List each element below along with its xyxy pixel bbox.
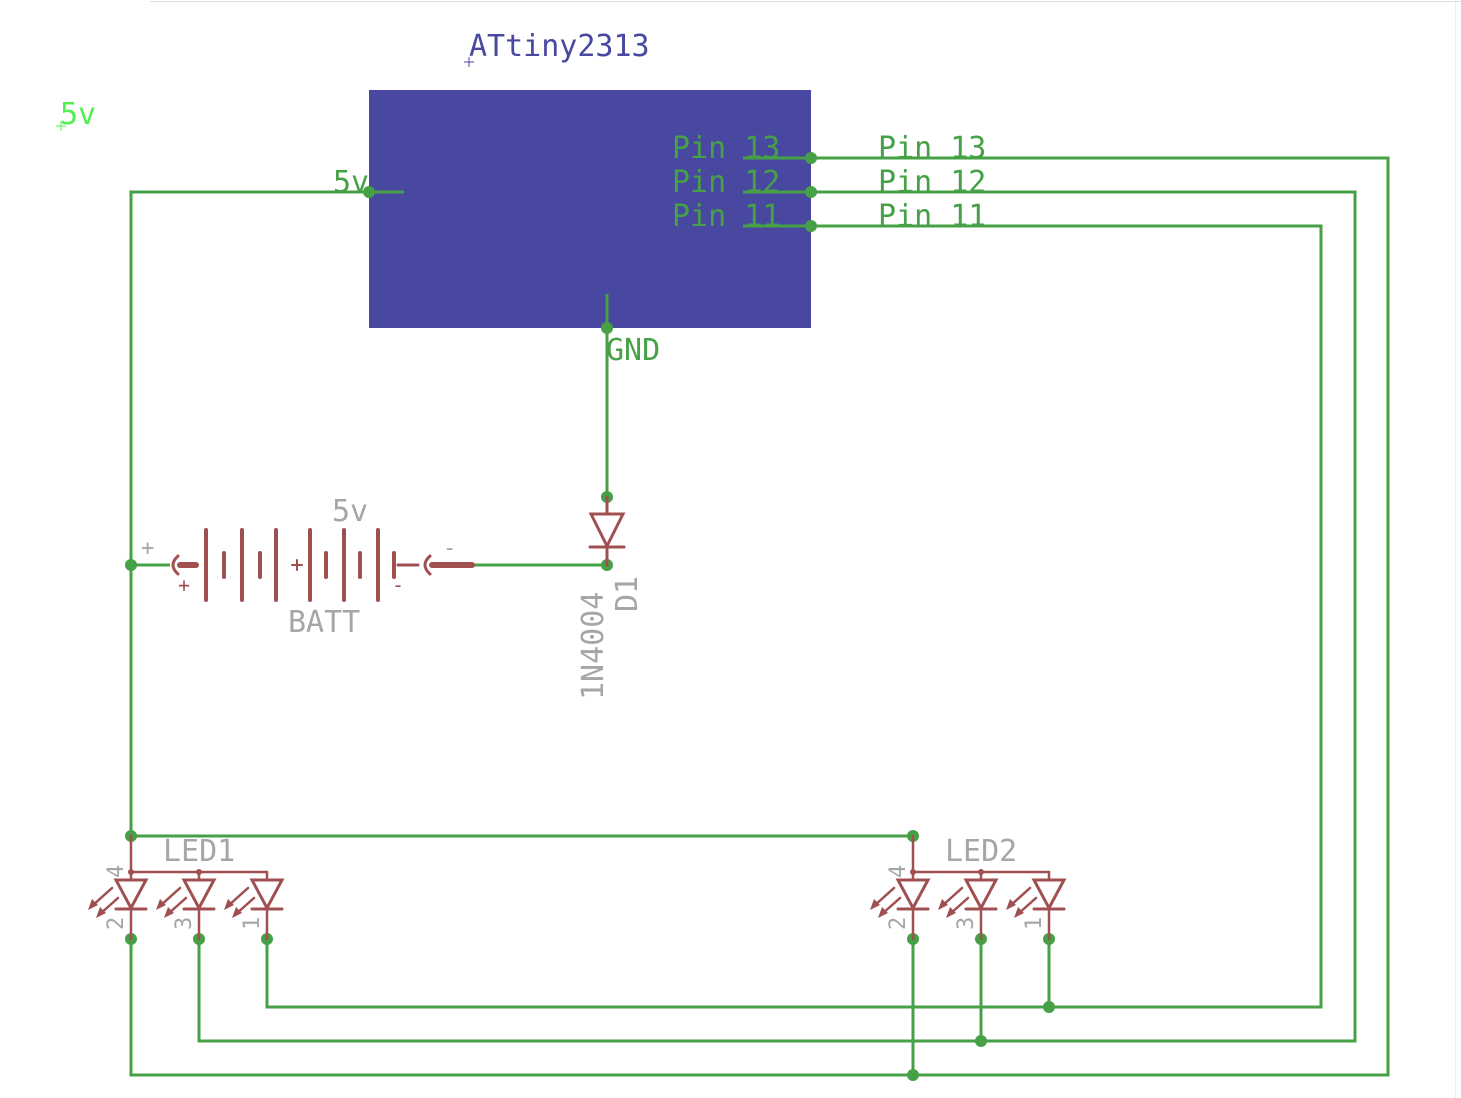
batt-name-label: BATT — [288, 605, 360, 640]
led-emit-arrowhead — [224, 899, 234, 910]
led-node — [128, 869, 134, 875]
led-triangle — [181, 878, 217, 912]
diode-name-label: D1 — [610, 576, 645, 612]
led-triangle — [963, 878, 999, 912]
led-emit-arrowhead — [1014, 907, 1024, 918]
junction — [805, 186, 817, 198]
led1-pin4-label: 4 — [104, 865, 129, 878]
led1-name-label: LED1 — [163, 834, 235, 869]
diode-d1-symbol[interactable] — [588, 495, 626, 567]
led-emit-arrowhead — [938, 899, 948, 910]
led-node — [978, 869, 984, 875]
junction — [601, 322, 613, 334]
junction — [805, 220, 817, 232]
wire-5v-rail[interactable] — [129, 190, 369, 836]
led2-pin3-label: 3 — [954, 917, 979, 930]
led-emit-arrowhead — [870, 899, 880, 910]
junction — [363, 186, 375, 198]
led-emit-arrowhead — [1006, 899, 1016, 910]
led-triangle — [113, 878, 149, 912]
junction — [125, 559, 137, 571]
net-label-pin11: Pin 11 — [878, 199, 986, 234]
led-triangle — [1031, 878, 1067, 912]
batt-plus-terminal — [171, 554, 180, 576]
supply-5v-label: 5v — [60, 97, 96, 132]
pin-12-label: Pin 12 — [672, 165, 780, 200]
led1-pin3-label: 3 — [172, 917, 197, 930]
junction — [975, 1035, 987, 1047]
ic-name-label: ATtiny2313 — [469, 29, 650, 64]
led-emit-arrowhead — [156, 899, 166, 910]
led2-pin4-label: 4 — [886, 865, 911, 878]
battery-symbol[interactable] — [171, 528, 475, 602]
led-emit-arrowhead — [164, 907, 174, 918]
junction — [907, 1069, 919, 1081]
wire-pin11[interactable] — [265, 224, 1323, 1009]
diode-value-label: 1N4004 — [576, 592, 611, 700]
pin-gnd-label: GND — [606, 333, 660, 368]
led-emit-arrowhead — [878, 907, 888, 918]
led1-pin2-label: 2 — [104, 917, 129, 930]
wire-pin12[interactable] — [197, 190, 1357, 1043]
led1-symbol[interactable] — [88, 834, 285, 941]
batt-minus-sign: - — [392, 573, 404, 597]
led2-pin2-label: 2 — [886, 917, 911, 930]
led-triangle — [249, 878, 285, 912]
pin-11-label: Pin 11 — [672, 199, 780, 234]
junction — [1043, 1001, 1055, 1013]
batt-plus-label: + — [141, 536, 154, 561]
led-node — [910, 869, 916, 875]
attiny2313-ic[interactable] — [369, 90, 811, 328]
led-emit-arrowhead — [232, 907, 242, 918]
pin-5v-label: 5v — [333, 165, 369, 200]
led-emit-arrowhead — [88, 899, 98, 910]
batt-minus-terminal — [423, 554, 432, 576]
led2-name-label: LED2 — [945, 834, 1017, 869]
led2-symbol[interactable] — [870, 834, 1067, 941]
junction — [805, 152, 817, 164]
batt-plus-sign: + — [178, 573, 190, 597]
led1-pin1-label: 1 — [240, 917, 265, 930]
pin-13-label: Pin 13 — [672, 131, 780, 166]
led-emit-arrowhead — [946, 907, 956, 918]
batt-value-label: 5v — [332, 494, 368, 529]
led-node — [196, 869, 202, 875]
net-label-pin13: Pin 13 — [878, 131, 986, 166]
led-emit-arrowhead — [96, 907, 106, 918]
diode-triangle — [588, 512, 626, 550]
net-label-pin12: Pin 12 — [878, 165, 986, 200]
wire-pin13[interactable] — [129, 156, 1390, 1077]
led-triangle — [895, 878, 931, 912]
led2-pin1-label: 1 — [1022, 917, 1047, 930]
batt-minus-label: - — [443, 536, 456, 561]
